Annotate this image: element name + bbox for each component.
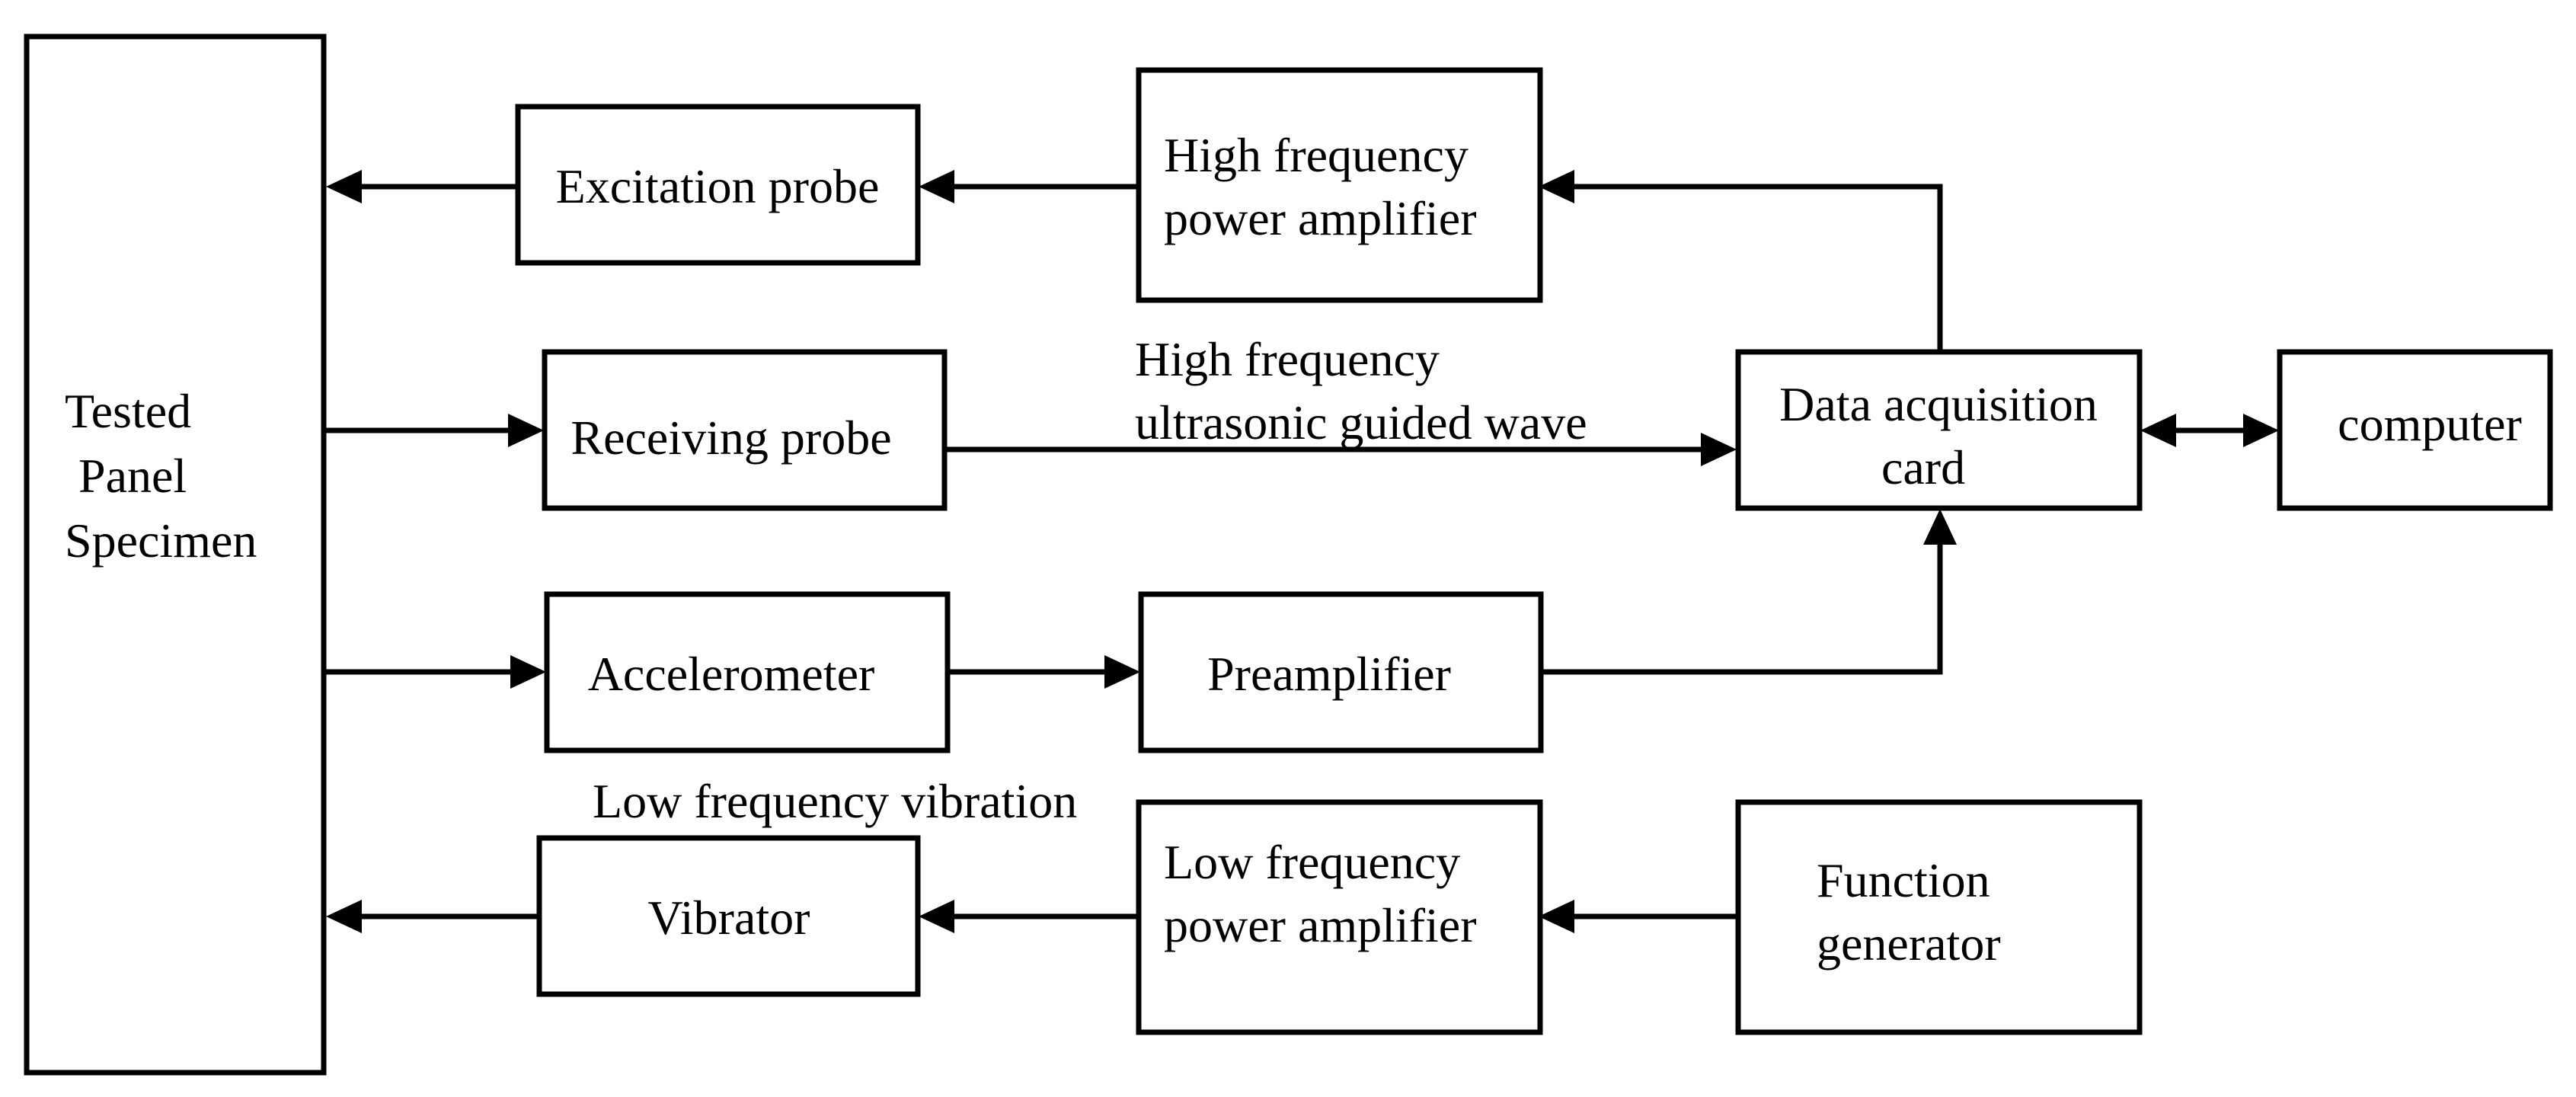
edge-lf-power-amp-to-vibrator	[919, 900, 1139, 933]
node-preamplifier-label: Preamplifier	[1207, 647, 1451, 701]
node-accelerometer: Accelerometer	[544, 591, 951, 753]
node-function-generator: Function generator	[1735, 799, 2143, 1035]
edge-label-hf-wave-line-1: High frequency	[1135, 332, 1440, 386]
node-tested-panel-line-1: Tested	[65, 384, 191, 438]
edge-label-lf-vibration: Low frequency vibration	[593, 774, 1077, 828]
node-lf-power-amp-line-2: power amplifier	[1164, 898, 1477, 952]
node-function-generator-line-2: generator	[1817, 916, 2001, 971]
node-daq-card-line-2: card	[1881, 440, 1965, 494]
edge-preamplifier-to-daq-card	[1541, 509, 1957, 675]
node-hf-power-amp-line-1: High frequency	[1164, 128, 1469, 182]
nodes: Tested Panel Specimen Excitation probe H…	[24, 34, 2553, 1076]
edge-accelerometer-to-preamplifier	[948, 655, 1140, 689]
node-tested-panel-line-3: Specimen	[65, 513, 257, 568]
edge-vibrator-to-tested-panel	[326, 900, 539, 933]
node-tested-panel: Tested Panel Specimen	[24, 34, 327, 1076]
node-lf-power-amp: Low frequency power amplifier	[1136, 799, 1543, 1035]
node-computer-label: computer	[2338, 397, 2522, 451]
node-excitation-probe-label: Excitation probe	[556, 159, 880, 213]
edge-daq-card-to-hf-power-amp	[1539, 170, 1943, 352]
edge-function-generator-to-lf-power-amp	[1539, 900, 1737, 933]
edge-tested-panel-to-receiving-probe	[324, 414, 544, 447]
node-tested-panel-line-2: Panel	[78, 449, 187, 503]
node-receiving-probe-label: Receiving probe	[570, 411, 891, 465]
edge-hf-power-amp-to-excitation-probe	[919, 170, 1139, 203]
node-excitation-probe: Excitation probe	[515, 104, 921, 266]
node-receiving-probe: Receiving probe	[542, 349, 948, 511]
edge-label-hf-wave-line-2: ultrasonic guided wave	[1135, 395, 1587, 449]
node-hf-power-amp-line-2: power amplifier	[1164, 191, 1477, 245]
node-vibrator-label: Vibrator	[648, 891, 810, 945]
node-vibrator: Vibrator	[536, 835, 921, 997]
edge-receiving-probe-to-daq-card	[944, 433, 1737, 466]
node-accelerometer-label: Accelerometer	[588, 647, 875, 701]
node-preamplifier: Preamplifier	[1138, 591, 1544, 753]
edge-labels: High frequency ultrasonic guided wave Lo…	[593, 332, 1587, 828]
node-computer: computer	[2277, 349, 2553, 511]
edge-daq-card-to-computer	[2140, 414, 2279, 447]
node-daq-card-line-1: Data acquisition	[1779, 377, 2098, 431]
node-lf-power-amp-line-1: Low frequency	[1164, 835, 1460, 889]
node-function-generator-line-1: Function	[1817, 853, 1990, 907]
node-daq-card: Data acquisition card	[1735, 349, 2143, 511]
edge-tested-panel-to-accelerometer	[324, 655, 546, 689]
edge-excitation-probe-to-tested-panel	[326, 170, 518, 203]
edges	[324, 170, 2279, 933]
node-hf-power-amp: High frequency power amplifier	[1136, 67, 1543, 303]
